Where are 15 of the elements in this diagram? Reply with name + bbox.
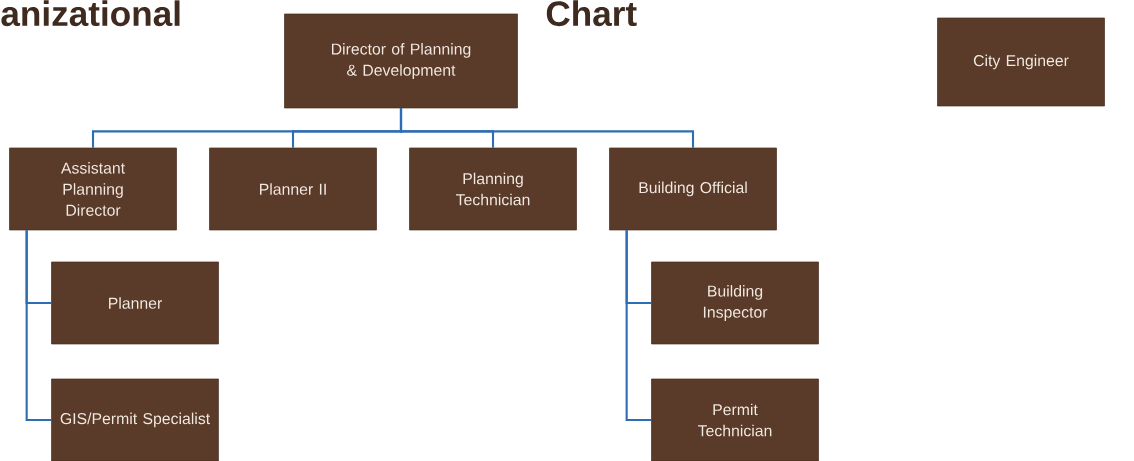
- title-text: anizational: [1, 0, 180, 27]
- org-box: Permit Technician: [651, 378, 819, 461]
- connector-line: [625, 230, 652, 422]
- org-box: Building Official: [609, 147, 777, 231]
- title-text: Chart: [546, 0, 637, 27]
- org-box: Planner: [51, 261, 219, 345]
- org-box: Assistant Planning Director: [9, 147, 177, 231]
- org-box: Planner II: [209, 147, 377, 231]
- org-box: Building Inspector: [651, 261, 819, 345]
- org-box: GIS/Permit Specialist: [51, 378, 219, 461]
- org-box: Director of Planning & Development: [284, 13, 518, 109]
- org-box: Planning Technician: [409, 147, 577, 231]
- org-box: City Engineer: [937, 17, 1105, 107]
- connector-line: [25, 230, 52, 422]
- connector-line: [399, 108, 695, 148]
